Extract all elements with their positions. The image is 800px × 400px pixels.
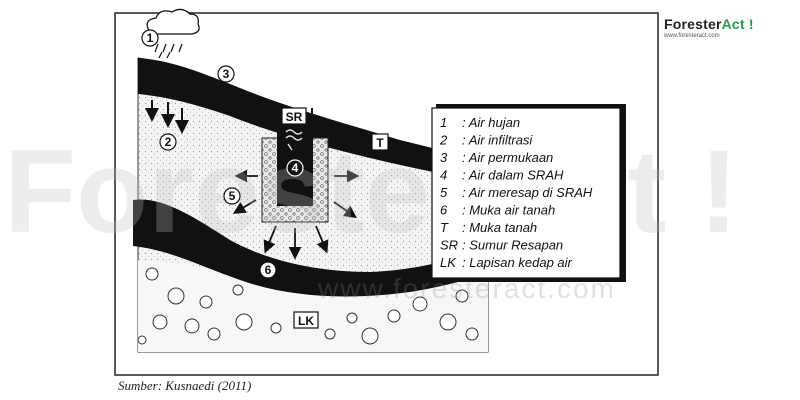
legend-label: : Air infiltrasi: [462, 133, 533, 148]
legend-code: 5: [440, 185, 448, 200]
legend-item: LK : Lapisan kedap air: [440, 255, 573, 270]
ground-surface-band: [138, 58, 520, 186]
legend-label: : Air dalam SRAH: [462, 168, 564, 183]
svg-text:2: 2: [165, 135, 172, 149]
legend-label: : Air permukaan: [462, 150, 553, 165]
legend-code: 2: [439, 133, 448, 148]
svg-text:6: 6: [265, 263, 272, 277]
legend-code: 1: [440, 115, 447, 130]
legend-item: 6 : Muka air tanah: [440, 203, 555, 218]
legend-item: 5 : Air meresap di SRAH: [440, 185, 593, 200]
cloud-icon: [146, 8, 200, 35]
impervious-pebbles: [137, 267, 479, 345]
label-box-ground: T: [371, 133, 389, 151]
svg-text:5: 5: [229, 189, 236, 203]
brand-logo: ForesterAct ! www.foresteract.com: [664, 16, 784, 46]
legend-item: 1 : Air hujan: [440, 115, 520, 130]
legend-code: 3: [440, 150, 448, 165]
svg-text:SR: SR: [286, 110, 303, 124]
svg-text:LK: LK: [298, 314, 314, 328]
svg-text:1: 1: [147, 31, 154, 45]
marker-infiltration: 2: [159, 133, 177, 151]
marker-water-table: 6: [259, 261, 277, 279]
infiltration-arrows: [145, 100, 189, 134]
legend-item: 4 : Air dalam SRAH: [440, 168, 564, 183]
watermark-text: ForesterAct !: [4, 126, 738, 258]
rain-drops: [154, 43, 183, 59]
label-box-impervious: LK: [293, 311, 319, 329]
svg-text:T: T: [376, 136, 384, 150]
logo-url: www.foresteract.com: [664, 33, 720, 39]
legend-label: : Air hujan: [462, 115, 520, 130]
legend-code: SR: [440, 238, 458, 253]
legend-box: [431, 104, 626, 282]
marker-surface: 3: [217, 65, 235, 83]
source-caption: Sumber: Kusnaedi (2011): [118, 378, 252, 393]
marker-seep: 5: [223, 187, 241, 205]
water-wave-icon: [285, 129, 303, 151]
svg-text:3: 3: [223, 67, 230, 81]
legend-code: 4: [440, 168, 447, 183]
legend-code: LK: [440, 255, 457, 270]
legend-item: 2 : Air infiltrasi: [439, 133, 533, 148]
logo-brand-part2: Act !: [721, 16, 754, 32]
legend-list: 1 : Air hujan 2 : Air infiltrasi 3 : Air perm…: [439, 115, 593, 270]
svg-text:4: 4: [292, 161, 299, 175]
legend-label: : Lapisan kedap air: [462, 255, 573, 270]
logo-brand-part1: Forester: [664, 16, 722, 32]
label-box-well: SR: [281, 107, 307, 125]
marker-in-srah: 4: [286, 159, 304, 177]
impervious-zone: [138, 260, 488, 352]
legend-label: : Air meresap di SRAH: [462, 185, 593, 200]
legend-item: T : Muka tanah: [440, 220, 537, 235]
seepage-arrows: [232, 169, 360, 260]
surface-runoff-arrows: [175, 69, 269, 108]
legend-item: SR : Sumur Resapan: [440, 238, 563, 253]
legend-label: : Sumur Resapan: [462, 238, 563, 253]
legend-label: : Muka air tanah: [462, 203, 555, 218]
marker-rain: 1: [141, 29, 159, 47]
legend-code: 6: [440, 203, 448, 218]
legend-item: 3 : Air permukaan: [440, 150, 553, 165]
legend-code: T: [440, 220, 449, 235]
legend-label: : Muka tanah: [462, 220, 537, 235]
